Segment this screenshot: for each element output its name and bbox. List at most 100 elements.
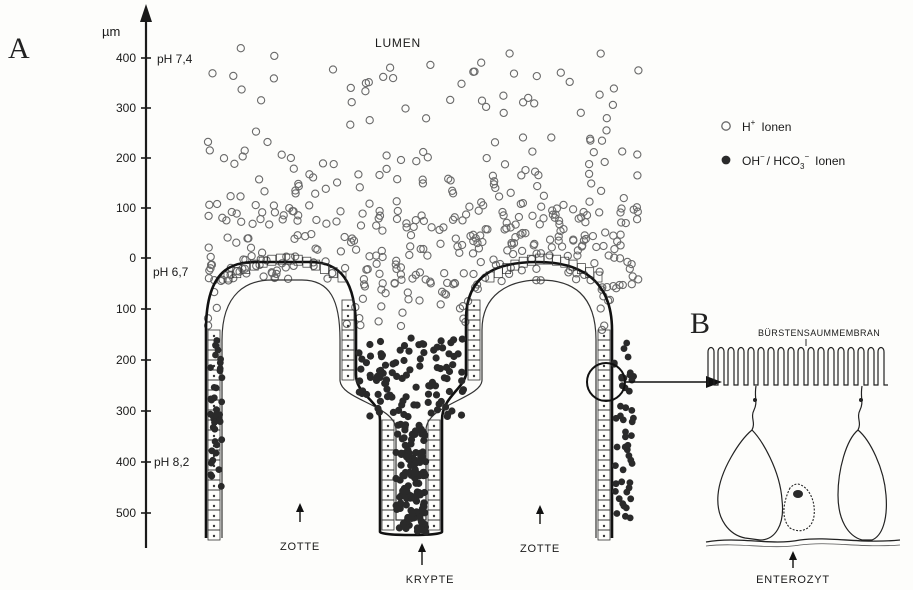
h-ion — [449, 216, 456, 223]
h-ion — [501, 161, 508, 168]
h-ion — [256, 176, 263, 183]
cell-nucleus — [347, 315, 349, 317]
h-ion — [398, 276, 405, 283]
h-ion — [213, 304, 220, 311]
h-ion — [393, 215, 400, 222]
h-ion — [496, 193, 503, 200]
oh-ion — [614, 444, 621, 451]
h-ion — [478, 59, 485, 66]
cell-nucleus — [387, 445, 389, 447]
h-ion — [507, 189, 514, 196]
cell-nucleus — [433, 475, 435, 477]
oh-ion — [216, 417, 223, 424]
oh-ion — [388, 394, 395, 401]
up-arrow-icon — [789, 551, 797, 560]
h-ion — [629, 273, 636, 280]
oh-ion — [612, 488, 619, 495]
h-ion — [617, 231, 624, 238]
oh-ion — [425, 391, 432, 398]
h-ion — [560, 201, 567, 208]
oh-ion — [382, 362, 389, 369]
oh-ion — [613, 480, 620, 487]
axis-tick-label: 100 — [116, 201, 136, 215]
oh-ion — [443, 364, 450, 371]
cell-nucleus — [347, 335, 349, 337]
h-ion — [387, 64, 394, 71]
oh-ion — [380, 370, 387, 377]
cell-nucleus — [387, 495, 389, 497]
h-ion — [547, 236, 554, 243]
oh-ion — [407, 440, 414, 447]
cell-nucleus — [213, 435, 215, 437]
h-ion — [598, 187, 605, 194]
panel-b-letter: B — [690, 307, 710, 340]
oh-ion — [458, 377, 465, 384]
oh-ion — [627, 495, 634, 502]
cell-nucleus — [603, 405, 605, 407]
cell-nucleus — [603, 445, 605, 447]
h-ion — [237, 193, 244, 200]
h-ion — [635, 276, 642, 283]
oh-ion — [417, 355, 424, 362]
cell-nucleus — [603, 455, 605, 457]
cell-nucleus — [603, 435, 605, 437]
oh-ion — [413, 384, 420, 391]
h-ion — [343, 320, 350, 327]
enterocyte-annotation: ENTEROZYT — [756, 551, 830, 586]
h-ion — [334, 179, 341, 186]
oh-ion — [621, 503, 628, 510]
h-ion — [422, 276, 429, 283]
oh-ion — [625, 354, 632, 361]
oh-ion — [395, 422, 402, 429]
oh-ion — [389, 369, 396, 376]
h-ion — [333, 218, 340, 225]
cell-nucleus — [603, 375, 605, 377]
h-ion — [341, 233, 348, 240]
oh-ion-cloud — [207, 335, 637, 536]
h-ion — [357, 322, 364, 329]
cell-nucleus — [603, 535, 605, 537]
h-ion — [533, 265, 540, 272]
oh-ion — [218, 399, 225, 406]
h-ion — [366, 117, 373, 124]
oh-ion — [359, 390, 366, 397]
axis-tick-label: 300 — [116, 101, 136, 115]
h-ion — [270, 202, 277, 209]
cell-nucleus — [603, 475, 605, 477]
oh-ion — [377, 398, 384, 405]
h-ion — [538, 203, 545, 210]
h-ion — [282, 264, 289, 271]
h-ion — [463, 211, 470, 218]
y-axis: µm 4003002001000100200300400500 — [102, 4, 152, 548]
h-ion — [237, 45, 244, 52]
cell-nucleus — [433, 525, 435, 527]
enterocyte-left-body — [718, 430, 783, 540]
oh-ion — [399, 435, 406, 442]
h-ion — [519, 134, 526, 141]
h-ion — [348, 99, 355, 106]
h-ion — [564, 252, 571, 259]
oh-ion — [448, 407, 455, 414]
axis-tick-label: 400 — [116, 455, 136, 469]
h-ion — [209, 70, 216, 77]
h-ion — [271, 52, 278, 59]
oh-ion — [397, 499, 404, 506]
legend: H+Ionen OH−/ HCO3−Ionen — [722, 118, 846, 171]
h-ion — [483, 155, 490, 162]
oh-ion — [629, 418, 636, 425]
h-ion — [515, 213, 522, 220]
oh-ion — [420, 349, 427, 356]
h-ion — [635, 67, 642, 74]
h-ion — [233, 239, 240, 246]
oh-ion — [400, 357, 407, 364]
oh-ion — [421, 432, 428, 439]
h-ion — [626, 265, 633, 272]
h-ion — [611, 246, 618, 253]
cell-nucleus — [603, 425, 605, 427]
h-ion — [634, 216, 641, 223]
oh-ion — [445, 350, 452, 357]
cell-nucleus — [433, 435, 435, 437]
h-ion — [261, 188, 268, 195]
oh-ion — [399, 397, 406, 404]
cell-nucleus — [433, 495, 435, 497]
